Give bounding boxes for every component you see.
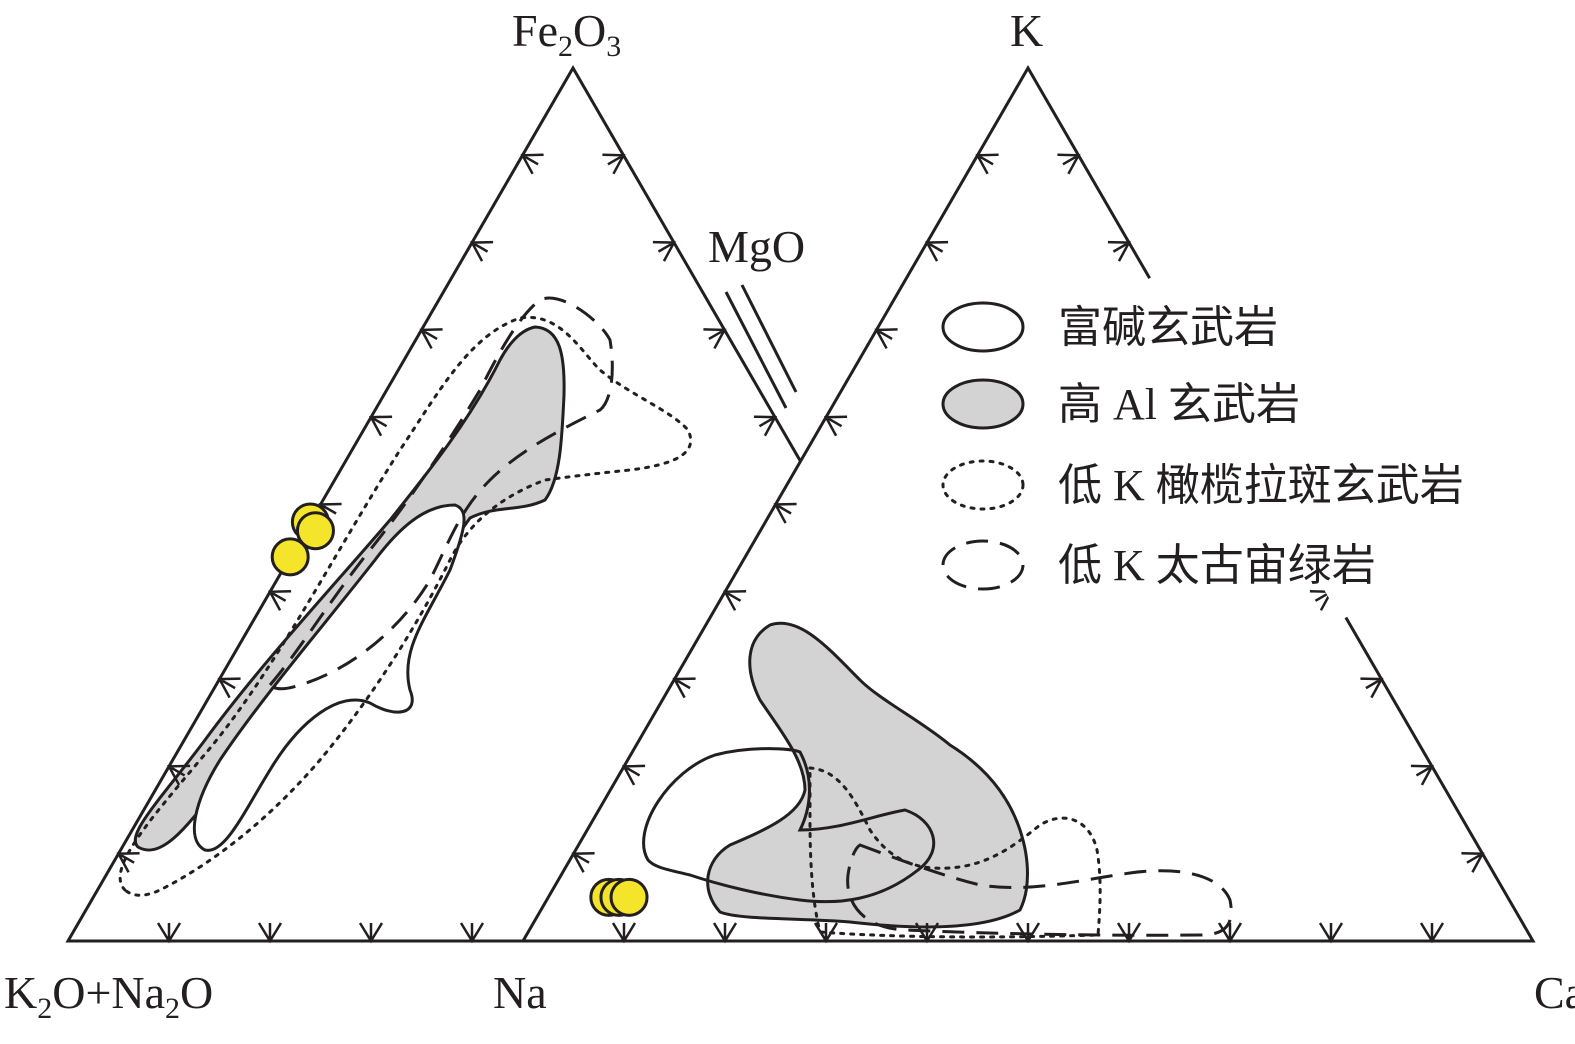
tick-left-edge-1 xyxy=(116,851,140,873)
tick-bottom-edge-4 xyxy=(1116,922,1142,944)
right-triangle-ticks xyxy=(571,153,1485,944)
legend-item-high-al-basalt: 高 Al 玄武岩 xyxy=(941,378,1300,430)
tick-right-edge-8 xyxy=(1410,764,1435,786)
legend-swatch-alkali-basalt xyxy=(941,301,1025,353)
legend-swatch-high-al-basalt xyxy=(941,378,1025,430)
mgo-pointer-lines xyxy=(724,284,798,409)
field-alkali-basalt-right-shape xyxy=(642,747,936,904)
apex-label-ca: Ca xyxy=(1534,967,1575,1018)
tick-bottom-edge-1 xyxy=(1419,922,1445,944)
left-triangle-ticks xyxy=(116,153,778,944)
tick-left-edge-5 xyxy=(773,502,797,524)
tick-left-edge-8 xyxy=(924,240,949,262)
apex-label-na: Na xyxy=(493,967,547,1018)
legend-swatch-low-k-archean-greenstone xyxy=(941,539,1025,591)
tick-bottom-edge-9 xyxy=(156,922,182,944)
tick-right-edge-1 xyxy=(1057,153,1081,175)
tick-bottom-edge-8 xyxy=(257,922,283,944)
legend-label-alkali-basalt: 富碱玄武岩 xyxy=(1058,303,1278,352)
tick-left-edge-9 xyxy=(520,153,544,175)
tick-bottom-edge-9 xyxy=(611,922,637,944)
tick-left-edge-4 xyxy=(267,590,292,611)
tick-bottom-edge-6 xyxy=(459,922,485,944)
tick-left-edge-3 xyxy=(672,677,696,699)
tick-right-edge-7 xyxy=(1360,677,1384,699)
field-high-al-basalt-left xyxy=(133,325,566,852)
tick-right-edge-2 xyxy=(1107,240,1132,262)
apex-label-mgo: MgO xyxy=(708,221,805,272)
tick-bottom-edge-3 xyxy=(1217,922,1243,944)
left-ternary: Fe2O3 K2O+Na2O MgO xyxy=(4,5,1081,1025)
legend: 富碱玄武岩 高 Al 玄武岩 低 K 橄榄拉斑玄武岩 低 K 太古宙绿岩 xyxy=(941,301,1464,591)
tick-left-edge-7 xyxy=(874,328,898,350)
field-low-k-archean-greenstone-left xyxy=(267,296,614,691)
field-low-k-archean-greenstone-right xyxy=(846,843,1233,937)
legend-item-alkali-basalt: 富碱玄武岩 xyxy=(941,301,1278,353)
tick-left-edge-1 xyxy=(571,851,595,873)
field-alkali-basalt-left xyxy=(192,503,466,852)
left-right-edge-mask xyxy=(796,459,1082,944)
legend-label-high-al-basalt: 高 Al 玄武岩 xyxy=(1058,380,1300,429)
tick-left-edge-8 xyxy=(469,240,494,262)
tick-bottom-edge-7 xyxy=(358,922,384,944)
right-ternary: K Na Ca xyxy=(493,5,1575,1018)
tick-left-edge-4 xyxy=(722,590,747,611)
legend-label-low-k-olivine-tholeiite: 低 K 橄榄拉斑玄武岩 xyxy=(1058,461,1464,510)
tick-right-edge-1 xyxy=(602,153,626,175)
sample-point-0-2 xyxy=(270,537,310,577)
tick-left-edge-3 xyxy=(217,677,241,699)
tick-bottom-edge-7 xyxy=(813,922,839,944)
tick-left-edge-7 xyxy=(419,328,443,350)
legend-item-low-k-archean-greenstone: 低 K 太古宙绿岩 xyxy=(941,539,1376,591)
legend-label-low-k-archean-greenstone: 低 K 太古宙绿岩 xyxy=(1058,541,1376,590)
sample-point-0-1 xyxy=(295,511,335,551)
tick-left-edge-2 xyxy=(621,764,646,786)
tick-bottom-edge-2 xyxy=(1318,922,1344,944)
tick-bottom-edge-5 xyxy=(1015,922,1041,944)
tick-bottom-edge-8 xyxy=(712,922,738,944)
left-sample-points xyxy=(270,502,335,577)
tick-right-edge-9 xyxy=(1461,851,1485,873)
legend-item-low-k-olivine-tholeiite: 低 K 橄榄拉斑玄武岩 xyxy=(941,459,1464,511)
legend-swatch-low-k-olivine-tholeiite xyxy=(941,459,1025,511)
tick-right-edge-3 xyxy=(703,328,727,350)
tick-left-edge-2 xyxy=(166,764,191,786)
tick-right-edge-4 xyxy=(753,415,778,437)
tick-left-edge-6 xyxy=(823,415,848,437)
tick-bottom-edge-6 xyxy=(914,922,940,944)
tick-right-edge-2 xyxy=(652,240,677,262)
field-low-k-olivine-tholeiite-left xyxy=(118,315,692,897)
apex-label-fe2o3: Fe2O3 xyxy=(512,5,621,63)
tick-left-edge-6 xyxy=(368,415,393,437)
tick-left-edge-9 xyxy=(975,153,999,175)
edge-gap-mask xyxy=(1146,276,1349,620)
apex-label-k: K xyxy=(1010,5,1043,56)
field-high-al-basalt-right xyxy=(706,621,1029,929)
right-sample-points xyxy=(589,877,649,917)
sample-point-1-2 xyxy=(609,877,649,917)
apex-label-k2o-na2o: K2O+Na2O xyxy=(4,967,213,1025)
